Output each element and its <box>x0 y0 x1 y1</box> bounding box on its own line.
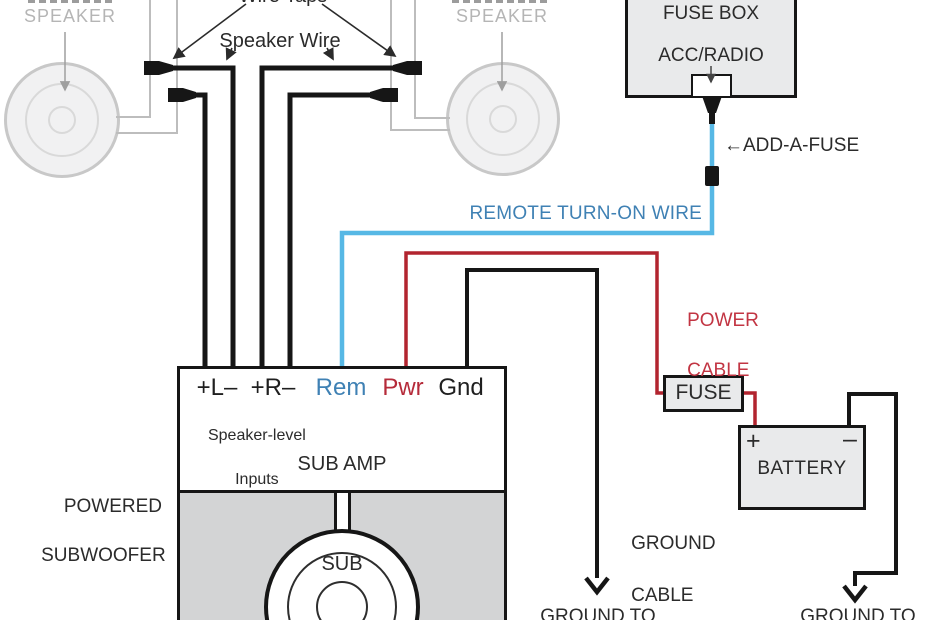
factory-wire-left-neg <box>116 0 178 134</box>
powered-line1: POWERED <box>63 495 162 517</box>
fuse-to-battery-wire <box>744 391 757 428</box>
wire-tap-left-top <box>144 61 173 75</box>
speaker-wire-right-pos <box>259 65 400 368</box>
wire-tap-right-bottom <box>370 88 398 102</box>
sub-driver-dustcap <box>316 581 368 620</box>
wire-taps-arrow-right <box>321 3 397 58</box>
inline-fuse <box>663 375 744 412</box>
factory-wire-left-pos <box>116 0 151 118</box>
right-speaker-label: SPEAKER <box>455 6 549 26</box>
sub-amp-box <box>177 366 507 493</box>
sub-neck <box>334 493 351 533</box>
sub-amp-title: SUB AMP <box>297 453 387 475</box>
speaker-wire-left-pos <box>170 65 236 368</box>
speaker-level-inputs-label: Speaker-level Inputs <box>180 403 316 513</box>
inputs-line1: Speaker-level <box>207 427 306 444</box>
wire-tap-left-bottom <box>168 88 196 102</box>
add-a-fuse-label: ←ADD-A-FUSE <box>724 135 860 156</box>
powered-line2: SUBWOOFER <box>41 544 166 566</box>
ground-cable-line2: CABLE <box>631 585 694 606</box>
slot-arrow-svg <box>706 66 716 84</box>
sub-driver-label: SUB <box>321 553 363 575</box>
fuse-box-title: FUSE BOX <box>662 3 760 24</box>
remote-turn-on-label: REMOTE TURN-ON WIRE <box>469 203 702 224</box>
fuse-tap-connector <box>702 96 722 113</box>
power-cable-wire <box>404 251 665 395</box>
right-speaker-dustcap <box>489 105 517 133</box>
power-cable-line1: POWER <box>687 310 759 331</box>
power-cable-label: POWER CABLE <box>666 283 759 408</box>
battery-label: BATTERY <box>757 458 847 479</box>
fuse-label: FUSE <box>675 381 732 404</box>
battery-ground-arrowhead <box>842 584 868 604</box>
left-speaker-label: SPEAKER <box>23 6 117 26</box>
battery-ground-wire <box>847 392 898 586</box>
terminal-pwr: Pwr <box>382 374 424 401</box>
speaker-wire-arrow-right <box>322 47 334 61</box>
speaker-wire-left-neg <box>192 92 208 368</box>
speaker-wire-right-neg <box>287 92 378 368</box>
wire-taps-label: Wire Taps <box>228 0 338 6</box>
amp-ground-wire <box>465 268 599 578</box>
butt-connector <box>705 166 719 186</box>
terminal-rem: Rem <box>315 374 367 401</box>
terminal-right-input: +R– <box>250 374 296 401</box>
speaker-wire-label: Speaker Wire <box>219 30 341 52</box>
battery-minus: – <box>843 425 857 453</box>
battery-plus: + <box>746 427 761 455</box>
speaker-wire-arrow-left <box>225 47 237 61</box>
amp-ground-arrowhead <box>584 576 610 596</box>
fuse-tap-stub <box>709 110 715 124</box>
wire-taps-arrow-left <box>172 3 247 60</box>
terminal-gnd: Gnd <box>438 374 484 401</box>
battery <box>738 425 866 510</box>
ground-cable-label: GROUND CABLE <box>610 505 716 620</box>
left-speaker-dustcap <box>48 106 76 134</box>
powered-subwoofer-label: POWERED SUBWOOFER <box>20 470 166 593</box>
cutoff-text-left <box>28 0 112 3</box>
power-cable-line2: CABLE <box>687 360 750 381</box>
factory-wire-right-pos <box>414 0 450 119</box>
acc-radio-label: ACC/RADIO <box>658 45 764 66</box>
ground-to-right-label: GROUND TO <box>800 606 916 620</box>
terminal-left-input: +L– <box>196 374 238 401</box>
cutoff-text-right <box>452 0 548 3</box>
inputs-line2: Inputs <box>235 471 279 488</box>
factory-wire-right-neg <box>390 0 450 131</box>
ground-to-left-label: GROUND TO <box>540 606 656 620</box>
ground-cable-line1: GROUND <box>631 533 716 554</box>
wire-tap-right-top <box>393 61 422 75</box>
